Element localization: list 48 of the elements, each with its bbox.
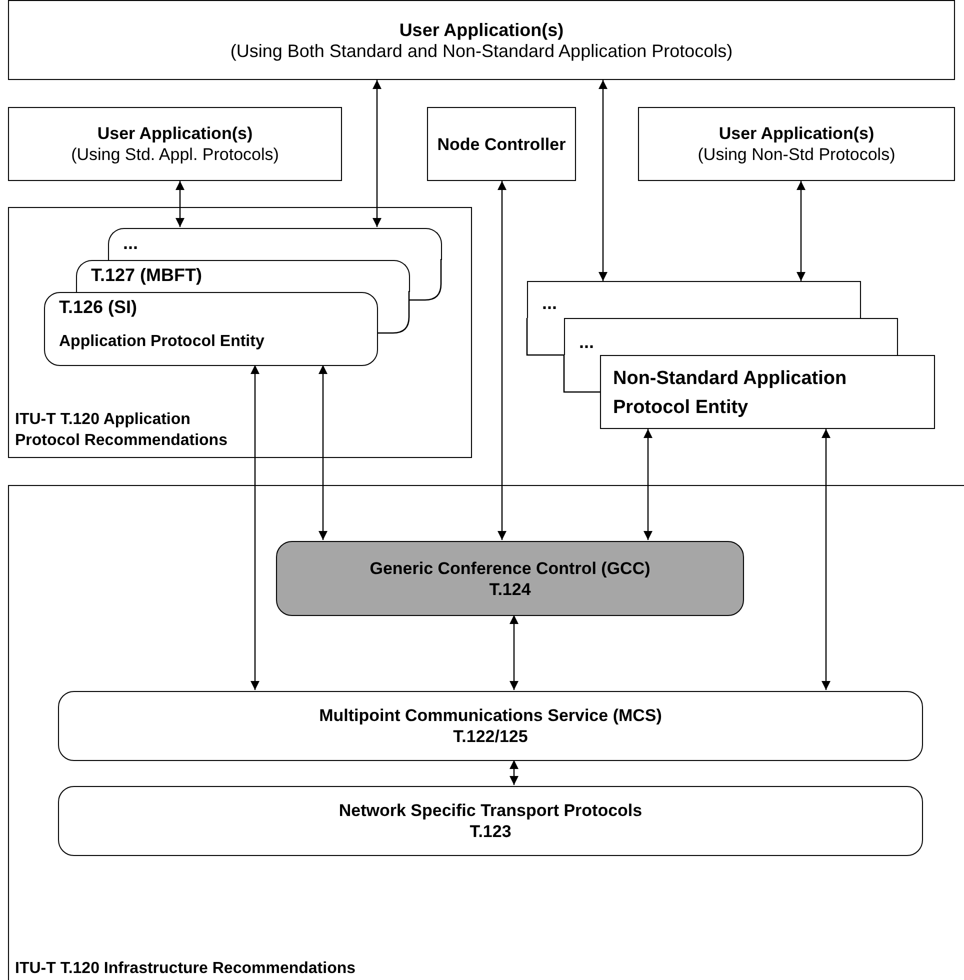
node-title: T.126 (SI)	[59, 297, 138, 318]
node-label: Node Controller	[436, 134, 567, 154]
arrow	[498, 181, 506, 540]
node-title: User Application(s)	[96, 123, 254, 144]
arrow	[372, 80, 382, 227]
node-title: User Application(s)	[718, 123, 876, 144]
node-subtitle: (Using Both Standard and Non-Standard Application Protocols)	[229, 40, 734, 62]
node-subtitle: T.122/125	[452, 726, 529, 747]
arrow	[510, 615, 518, 690]
node-label: ITU-T T.120 Infrastructure Recommendations	[15, 959, 357, 979]
process-box	[638, 107, 955, 181]
arrow	[644, 429, 652, 540]
highlighted-box	[276, 541, 744, 616]
node-subtitle: T.123	[468, 821, 512, 842]
arrow	[822, 429, 830, 690]
arrow	[796, 181, 806, 281]
arrow	[598, 80, 608, 281]
node-subtitle: T.124	[488, 578, 532, 600]
process-box	[600, 355, 935, 429]
group-frame	[8, 485, 964, 980]
arrow	[318, 365, 328, 540]
stacked-card	[108, 228, 442, 260]
node-title: Multipoint Communications Service (MCS)	[318, 705, 663, 726]
node-label: T.127 (MBFT)	[91, 265, 202, 286]
arrow	[176, 181, 184, 227]
node-label: ITU-T T.120 Application Protocol Recommendations	[15, 410, 228, 451]
node-label: ...	[123, 233, 138, 254]
node-subtitle: Application Protocol Entity	[59, 332, 264, 352]
rounded-box	[58, 691, 923, 761]
node-label: ...	[542, 296, 558, 310]
stacked-card	[76, 260, 410, 292]
node-title: User Application(s)	[398, 19, 565, 41]
process-box	[8, 107, 342, 181]
group-frame	[8, 207, 472, 458]
rounded-box	[58, 786, 923, 856]
node-subtitle: (Using Non-Std Protocols)	[696, 144, 896, 165]
stacked-card	[527, 281, 861, 318]
process-box	[427, 107, 576, 181]
arrow	[250, 365, 260, 690]
arrow	[510, 760, 518, 785]
rounded-box	[44, 292, 378, 366]
process-box	[8, 0, 955, 80]
node-title: Network Specific Transport Protocols	[338, 800, 644, 821]
node-label: ...	[579, 335, 594, 349]
stacked-card	[564, 318, 898, 355]
node-title: Generic Conference Control (GCC)	[368, 558, 652, 578]
node-subtitle: (Using Std. Appl. Protocols)	[70, 144, 280, 165]
node-label: Non-Standard Application Protocol Entity	[613, 367, 848, 420]
